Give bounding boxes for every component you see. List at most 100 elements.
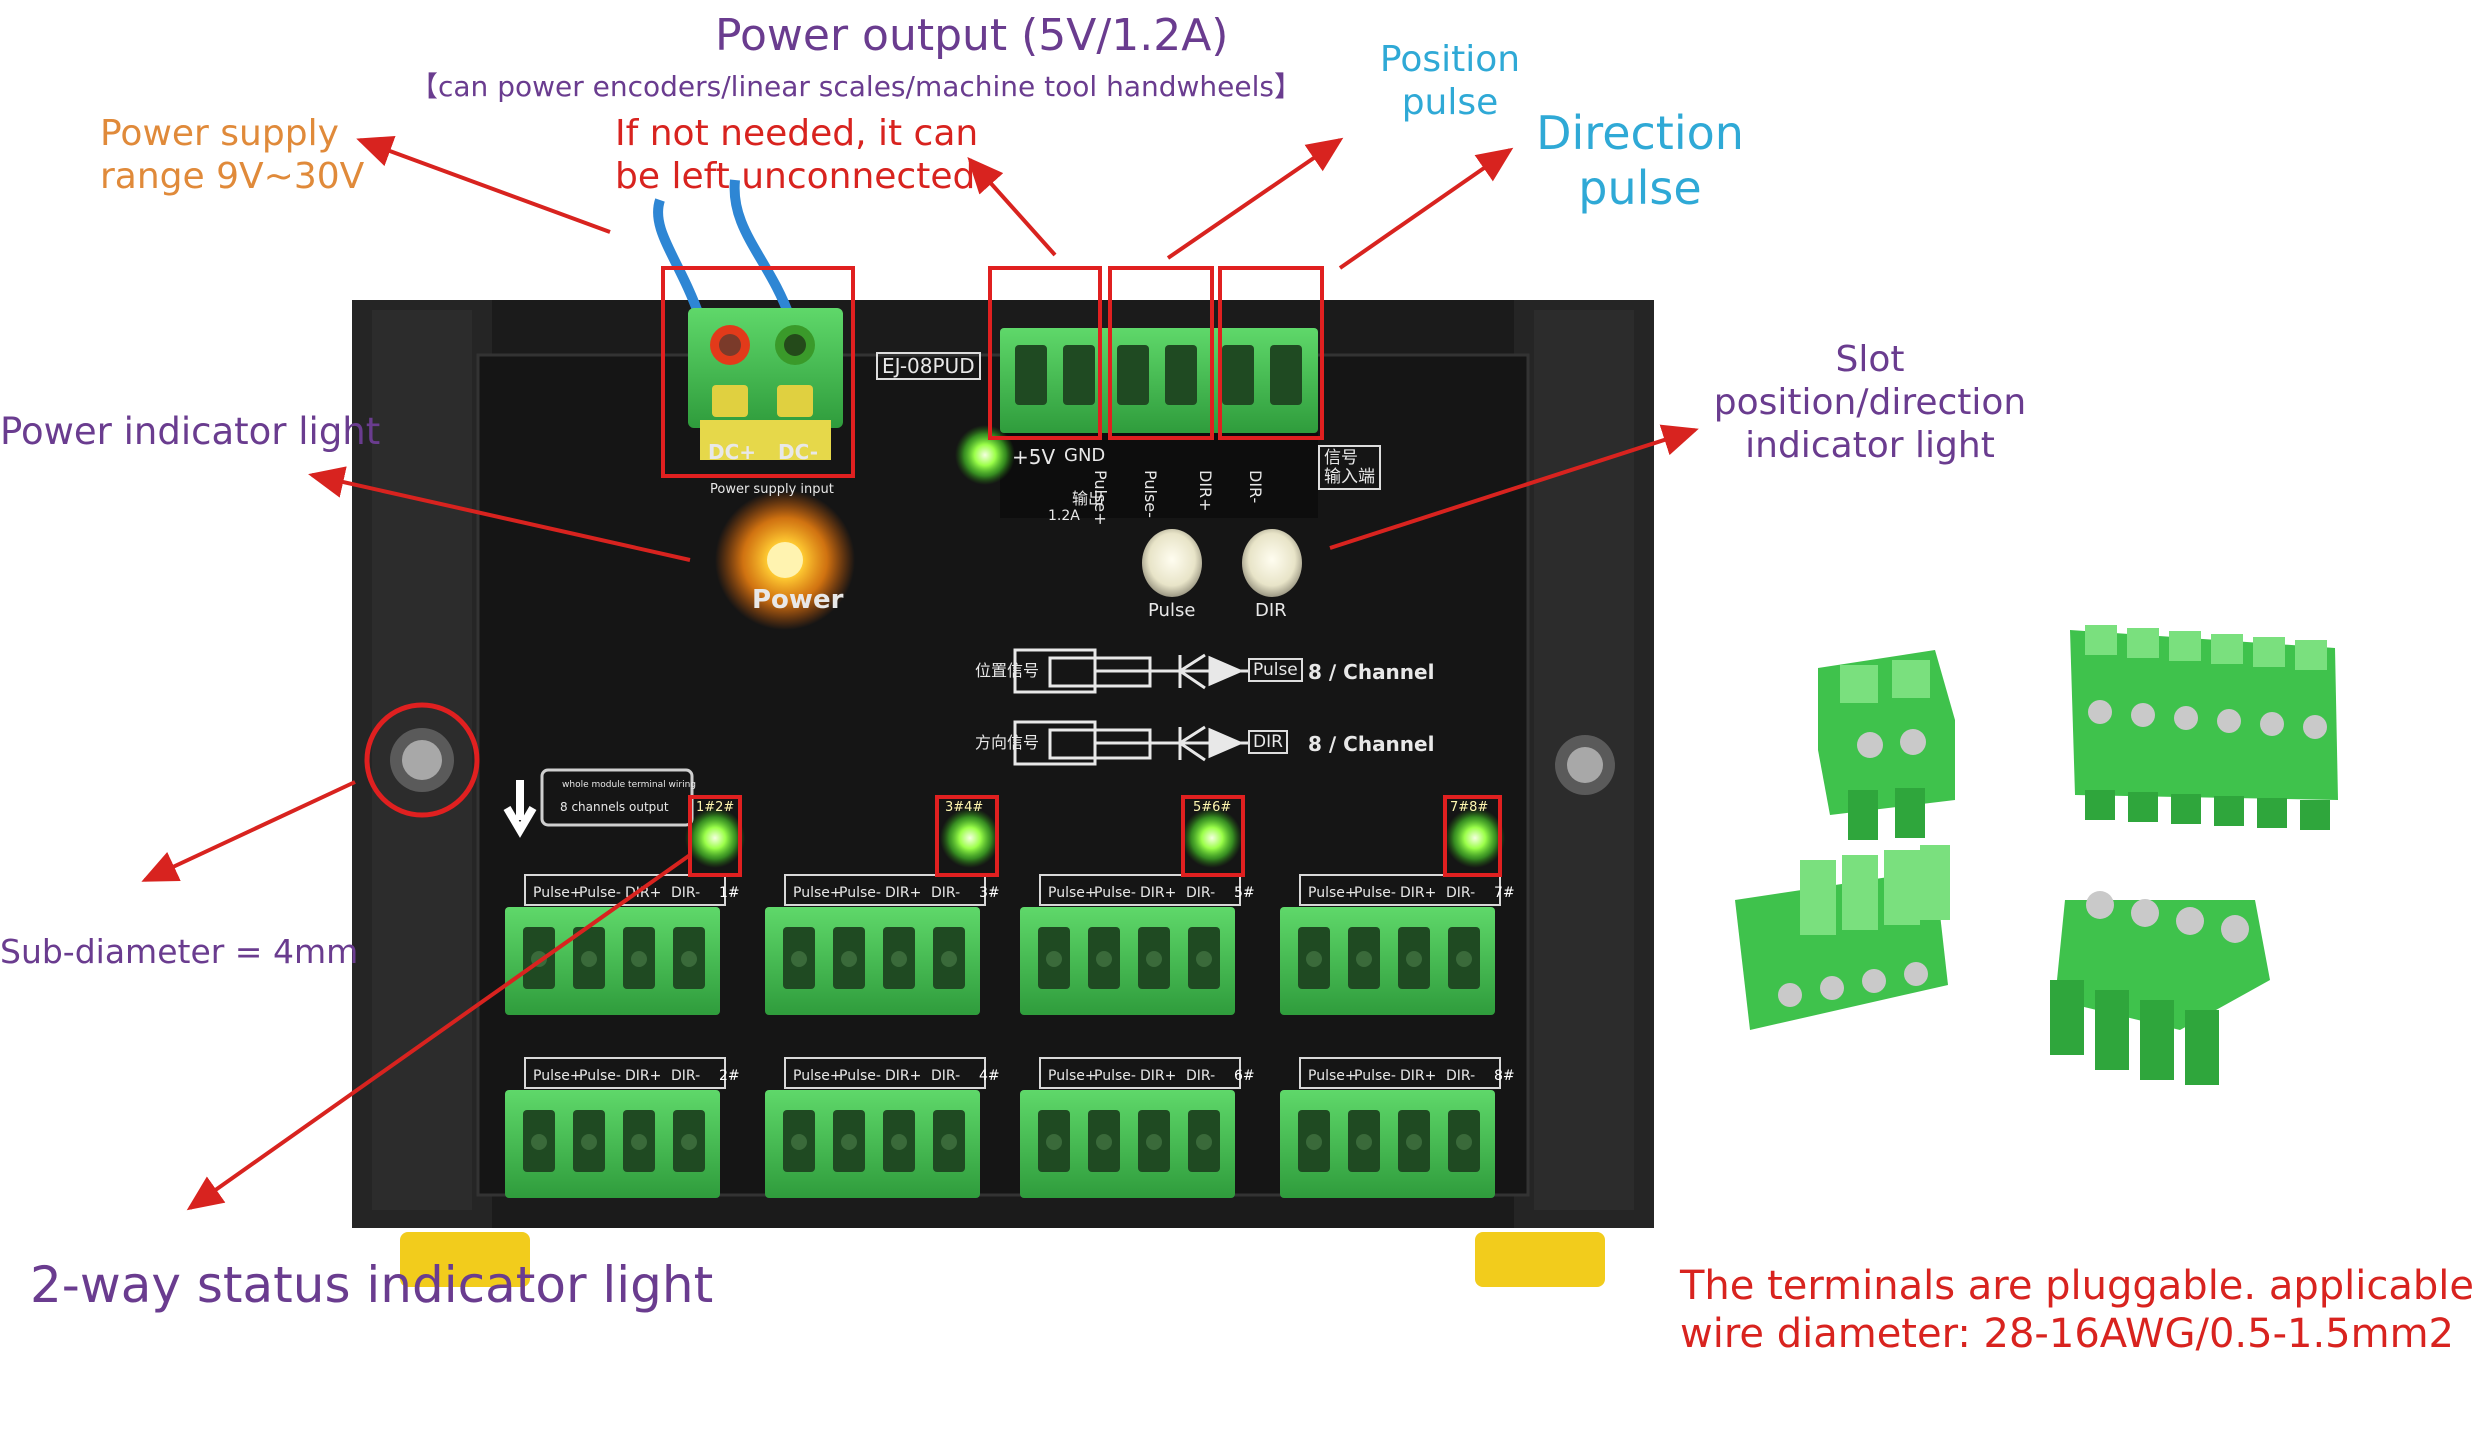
power-supply-range-line-1: Power supply (100, 113, 339, 154)
block-pin-label: Pulse- (579, 885, 621, 901)
output-note: 8 channels output (560, 800, 669, 814)
block-pin-label: Pulse+ (1308, 1068, 1357, 1084)
output-terminal-blocks: Pulse+Pulse-DIR+DIR-1#Pulse+Pulse-DIR+DI… (505, 874, 1515, 1198)
terminals-note-line-2: wire diameter: 28-16AWG/0.5-1.5mm2 (1680, 1311, 2455, 1357)
connector-2pin (1818, 650, 1955, 840)
connector-4pin-b (2050, 891, 2270, 1085)
block-pin-label: DIR+ (885, 1068, 921, 1084)
block-pin-label: DIR- (1446, 1068, 1475, 1084)
output-terminal-block: Pulse+Pulse-DIR+ DIR- 4# (765, 1057, 1000, 1198)
block-pin-label: Pulse- (839, 1068, 881, 1084)
channel-label-3: 5#6# (1193, 800, 1232, 815)
slot-indicator-line-2: position/direction (1713, 382, 2027, 424)
schematic (1013, 648, 1250, 766)
direction-pulse-callout: Direction pulse (1520, 106, 1760, 216)
block-pin-label: DIR+ (885, 885, 921, 901)
block-pin-label: DIR+ (1400, 1068, 1436, 1084)
power-supply-input-label: Power supply input (710, 482, 834, 497)
terminal-label-pulse-minus: Pulse- (1141, 470, 1160, 518)
dc-plus-label: DC+ (708, 440, 757, 464)
direction-pulse-line-1: Direction (1536, 106, 1744, 160)
block-pin-label: DIR- (671, 885, 700, 901)
sub-diameter-callout: Sub-diameter = 4mm (0, 932, 359, 971)
signal-input-label: 信号输入端 (1318, 445, 1381, 491)
status-indicator-callout: 2-way status indicator light (30, 1256, 714, 1314)
position-pulse-callout: Position pulse (1360, 38, 1540, 124)
power-indicator-callout: Power indicator light (0, 410, 381, 453)
block-pin-label: Pulse- (1094, 885, 1136, 901)
block-number-label: 6# (1234, 1068, 1255, 1084)
block-pin-label: Pulse+ (533, 885, 582, 901)
block-pin-label: DIR- (1186, 1068, 1215, 1084)
current-label: 1.2A (1048, 508, 1080, 524)
block-number-label: 2# (719, 1068, 740, 1084)
block-number-label: 4# (979, 1068, 1000, 1084)
slot-indicator-line-3: indicator light (1745, 425, 1995, 467)
position-pulse-line-1: Position (1379, 39, 1521, 80)
schematic-row-2-cn: 方向信号 (975, 733, 1040, 752)
terminal-label-dir-plus: DIR+ (1196, 470, 1215, 512)
block-pin-label: Pulse+ (1048, 885, 1097, 901)
output-terminal-block: Pulse+Pulse-DIR+DIR-2# (505, 1057, 740, 1198)
power-input-terminal (653, 179, 843, 460)
pulse-led-label: Pulse (1148, 600, 1196, 621)
schematic-row-2-tag: DIR (1248, 730, 1288, 754)
terminal-label-dir-minus: DIR- (1246, 470, 1265, 504)
slot-indicator-leds (1142, 529, 1302, 597)
block-pin-label: Pulse+ (1048, 1068, 1097, 1084)
block-pin-label: DIR- (931, 885, 960, 901)
dc-minus-label: DC- (778, 440, 819, 464)
terminal-label-gnd: GND (1064, 445, 1106, 466)
block-pin-label: Pulse+ (1308, 885, 1357, 901)
status-led-top (955, 425, 1015, 485)
down-arrow-icon (503, 780, 537, 838)
terminals-note-line-1: The terminals are pluggable. applicable (1680, 1263, 2474, 1309)
channel-label-4: 7#8# (1450, 800, 1489, 815)
terminals-note-callout: The terminals are pluggable. applicable … (1680, 1262, 2474, 1358)
output-note-small: whole module terminal wiring (562, 780, 696, 790)
highlight-boxes (364, 266, 1502, 877)
power-output-title: Power output (5V/1.2A) (715, 10, 1229, 61)
block-pin-label: DIR+ (1140, 885, 1176, 901)
not-needed-line-2: be left unconnected (615, 156, 976, 198)
schematic-row-1-count: 8 ∕ Channel (1308, 660, 1435, 684)
loose-connectors (1735, 625, 2338, 1085)
connector-6pin (2070, 625, 2338, 830)
block-pin-label: Pulse+ (793, 1068, 842, 1084)
block-number-label: 1# (719, 885, 740, 901)
slot-indicator-line-1: Slot (1835, 339, 1905, 380)
output-terminal-block: Pulse+Pulse-DIR+DIR-7# (1280, 874, 1515, 1015)
top-terminal-strip (1000, 328, 1318, 518)
block-pin-label: Pulse+ (533, 1068, 582, 1084)
din-clip (400, 1232, 530, 1287)
block-pin-label: Pulse- (1354, 885, 1396, 901)
block-pin-label: DIR- (931, 1068, 960, 1084)
block-number-label: 8# (1494, 1068, 1515, 1084)
power-label: Power (752, 585, 844, 615)
block-number-label: 3# (979, 885, 1000, 901)
block-pin-label: Pulse- (579, 1068, 621, 1084)
power-output-subtitle: 【can power encoders/linear scales/machin… (410, 70, 1302, 103)
not-needed-callout: If not needed, it can be left unconnecte… (615, 112, 978, 198)
output-terminal-block: Pulse+Pulse-DIR+DIR-6# (1020, 1057, 1255, 1198)
schematic-row-2-count: 8 ∕ Channel (1308, 732, 1435, 756)
connector-4pin-a (1735, 845, 1950, 1030)
din-clip (1475, 1232, 1605, 1287)
block-pin-label: Pulse- (839, 885, 881, 901)
terminal-label-5v: +5V (1012, 445, 1056, 469)
power-supply-range-callout: Power supply range 9V~30V (100, 112, 440, 198)
channel-label-1: 1#2# (696, 800, 735, 815)
dir-led-label: DIR (1255, 600, 1287, 621)
output-terminal-block: Pulse+Pulse-DIR+DIR-8# (1280, 1057, 1515, 1198)
block-pin-label: Pulse+ (793, 885, 842, 901)
block-pin-label: DIR+ (1400, 885, 1436, 901)
block-pin-label: DIR- (1186, 885, 1215, 901)
output-terminal-block: Pulse+Pulse-DIR+DIR-1# (505, 874, 740, 1015)
block-number-label: 7# (1494, 885, 1515, 901)
block-pin-label: DIR+ (1140, 1068, 1176, 1084)
position-pulse-line-2: pulse (1401, 82, 1499, 124)
signal-input-line-1: 信号 (1324, 448, 1358, 468)
annotation-arrows (141, 136, 1699, 1211)
channel-label-2: 3#4# (945, 800, 984, 815)
slot-indicator-callout: Slot position/direction indicator light (1700, 338, 2040, 468)
